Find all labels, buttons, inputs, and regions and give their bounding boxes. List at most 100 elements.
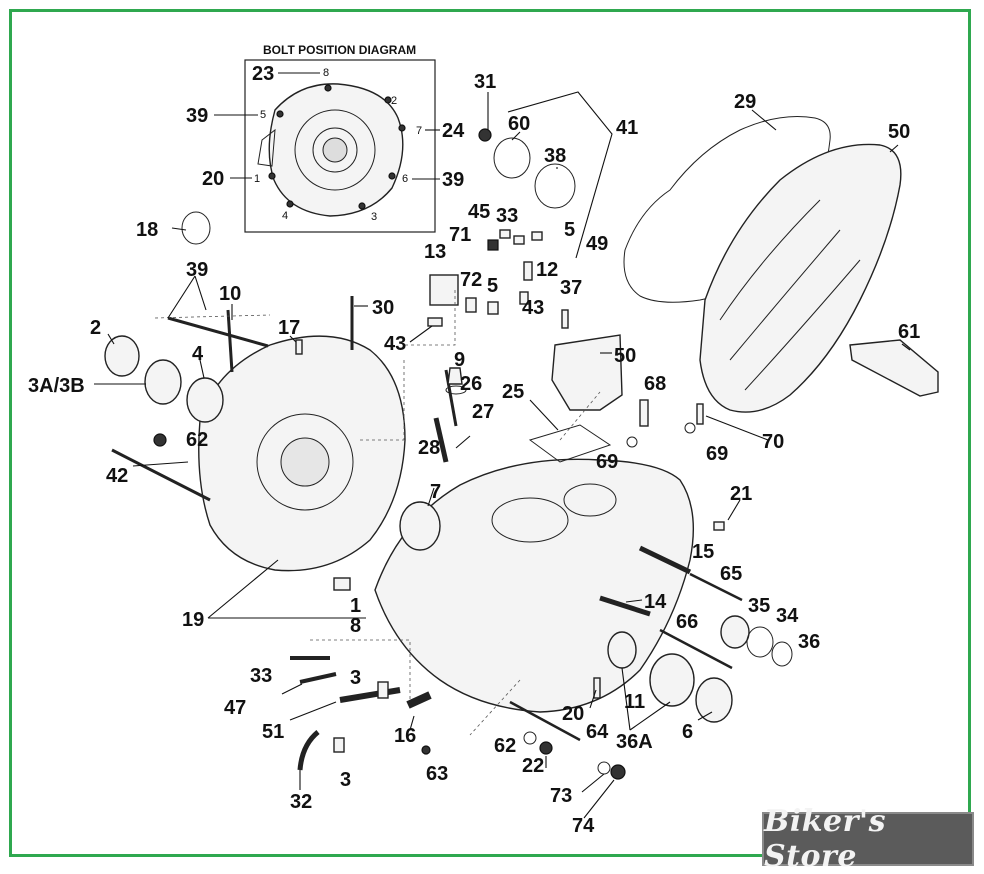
callout-62-left: 62: [186, 429, 208, 451]
callout-9: 9: [454, 349, 465, 371]
callout-63: 63: [426, 763, 448, 785]
nut-22: [539, 741, 553, 755]
callout-41: 41: [616, 117, 638, 139]
inset-title: BOLT POSITION DIAGRAM: [263, 43, 416, 57]
dowel-17: [295, 339, 303, 355]
bearing-11: [649, 653, 695, 707]
callout-73: 73: [550, 785, 572, 807]
callout-32: 32: [290, 791, 312, 813]
callout-43-left: 43: [384, 333, 406, 355]
stud-42: [111, 448, 211, 502]
callout-50-mid: 50: [614, 345, 636, 367]
bolt-66: [659, 628, 733, 670]
inset-callout-24: 24: [442, 120, 465, 142]
sleeve-16: [406, 691, 432, 709]
callout-15: 15: [692, 541, 714, 563]
shaft-15: [638, 545, 692, 575]
callout-6: 6: [682, 721, 693, 743]
inset-callout-39-left: 39: [186, 105, 208, 127]
fitting-43-left: [427, 317, 443, 327]
callout-45: 45: [468, 201, 490, 223]
washer-62: [523, 731, 537, 745]
bearing-3a-3b: [144, 359, 182, 405]
callout-3-upper: 3: [350, 667, 361, 689]
crankcase-left-bearing-bore: [256, 413, 354, 511]
callout-18: 18: [136, 219, 158, 241]
callout-3-lower: 3: [340, 769, 351, 791]
brand-label: Biker's Store: [764, 804, 887, 874]
callout-26: 26: [460, 373, 482, 395]
callout-7: 7: [430, 481, 441, 503]
inset-pos-2: 2: [391, 95, 397, 107]
callout-39-left: 39: [186, 259, 208, 281]
dowels-1-8: [333, 577, 351, 591]
dowel-21: [713, 521, 725, 531]
bolt-65: [689, 572, 743, 602]
inset-callout-39-right: 39: [442, 169, 464, 191]
callout-69-b: 69: [706, 443, 728, 465]
bearing-race-2: [104, 335, 140, 377]
washer-73: [597, 761, 611, 775]
gasket-25: [528, 424, 612, 463]
callout-60: 60: [508, 113, 530, 135]
fitting-5: [487, 301, 499, 315]
callout-62-bottom: 62: [494, 735, 516, 757]
nut-74: [610, 764, 626, 780]
bolt-70: [696, 403, 704, 425]
cover-60: [493, 137, 531, 179]
callout-17: 17: [278, 317, 300, 339]
callout-22: 22: [522, 755, 544, 777]
fitting-3-lower: [333, 737, 345, 753]
spring-27: [444, 369, 458, 427]
seal-6: [695, 677, 733, 723]
washer-69-b: [684, 422, 696, 434]
diagram-frame: [9, 9, 971, 857]
callout-37: 37: [560, 277, 582, 299]
nut-62-left: [153, 433, 167, 447]
fitting-37: [561, 309, 569, 329]
inset-cover-drawing: [257, 83, 406, 217]
callout-64: 64: [586, 721, 609, 743]
fitting-33-top: [513, 235, 525, 245]
fitting-49: [531, 231, 543, 241]
fitting-72: [465, 297, 477, 313]
callout-36a: 36A: [616, 731, 653, 753]
callout-28: 28: [418, 437, 440, 459]
callout-71: 71: [449, 224, 471, 246]
fitting-3-upper: [377, 681, 389, 699]
crankcase-left-inner-bore: [280, 437, 330, 487]
callout-2: 2: [90, 317, 101, 339]
callout-65: 65: [720, 563, 742, 585]
callout-74: 74: [572, 815, 595, 837]
callout-29: 29: [734, 91, 756, 113]
fitting-12: [523, 261, 533, 281]
callout-42: 42: [106, 465, 128, 487]
washer-69-a: [626, 436, 638, 448]
callout-35: 35: [748, 595, 770, 617]
pin-64: [593, 677, 601, 699]
crankcase-right: [374, 458, 694, 713]
callout-5-mid: 5: [487, 275, 498, 297]
callout-16: 16: [394, 725, 416, 747]
callout-25: 25: [502, 381, 524, 403]
inset-pos-7: 7: [416, 125, 422, 137]
callout-4: 4: [192, 343, 204, 365]
callout-69-a: 69: [596, 451, 618, 473]
inset-pos-4: 4: [282, 210, 288, 222]
elbow-32: [297, 730, 320, 771]
inset-callout-23: 23: [252, 63, 274, 85]
callout-49: 49: [586, 233, 608, 255]
inset-pos-3: 3: [371, 211, 377, 223]
tappet-block-50: [551, 334, 623, 411]
fitting-45: [499, 229, 511, 239]
inset-pos-6: 6: [402, 173, 408, 185]
bolt-68: [639, 399, 649, 427]
callout-19: 19: [182, 609, 204, 631]
tube-51: [339, 687, 401, 703]
fitting-43-right: [519, 291, 529, 305]
callout-66: 66: [676, 611, 698, 633]
callout-1: 1: [350, 595, 361, 617]
inset-pos-8: 8: [323, 67, 329, 79]
callout-51: 51: [262, 721, 284, 743]
